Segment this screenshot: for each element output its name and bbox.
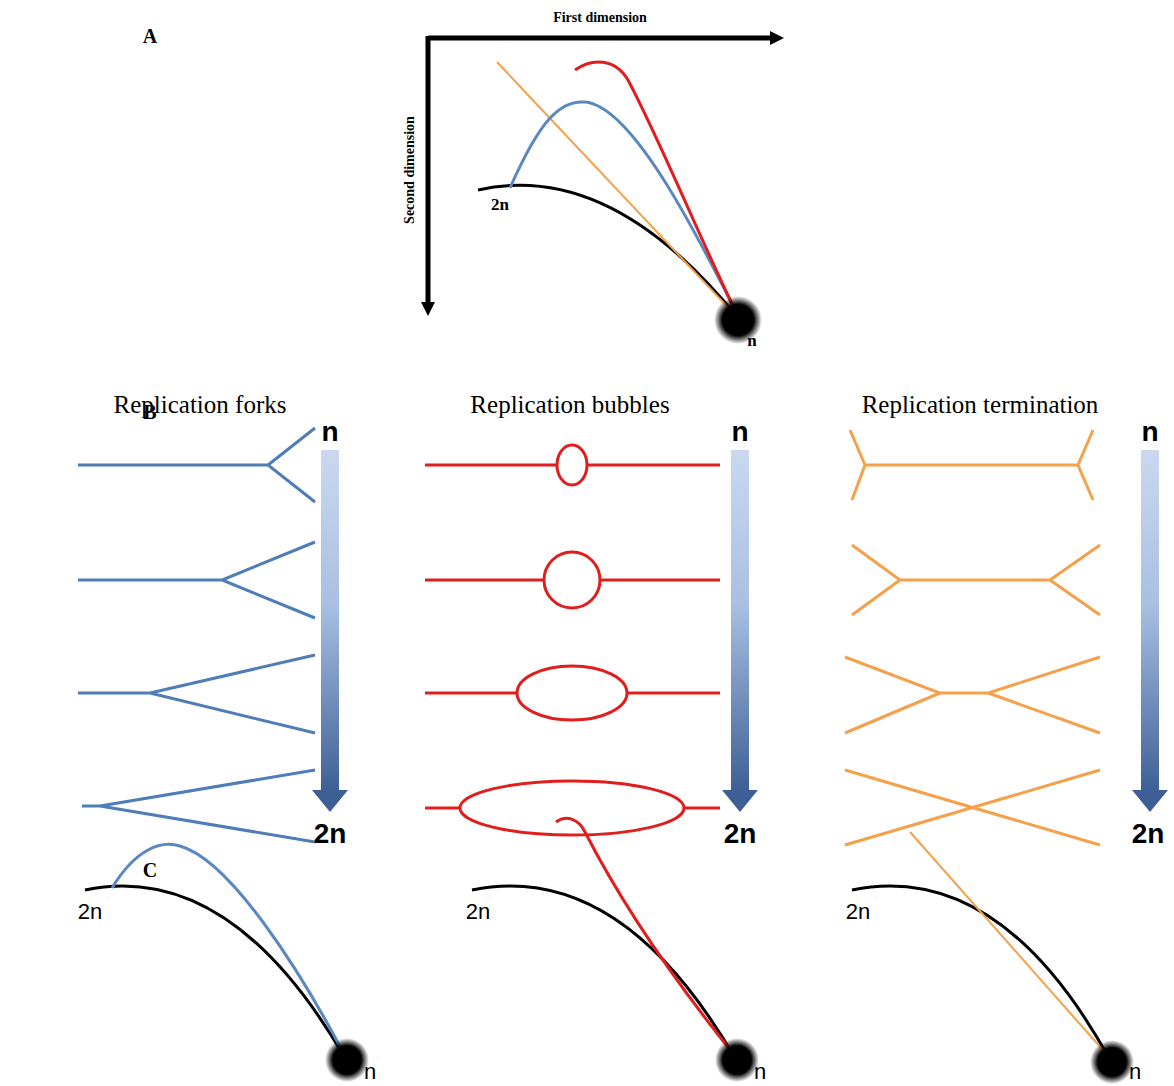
size-label: 2n <box>314 820 347 848</box>
size-label: n <box>321 418 338 446</box>
size-label: 2n <box>724 820 757 848</box>
fork-drawings <box>78 428 315 842</box>
column-title: Replication bubbles <box>470 392 669 417</box>
spot <box>325 1038 369 1082</box>
column-title: Replication termination <box>862 392 1099 417</box>
bubble-drawings <box>425 445 720 835</box>
size-label: 2n <box>846 901 870 923</box>
axis-title: First dimension <box>553 11 647 25</box>
size-label: n <box>364 1061 376 1083</box>
size-label: n <box>754 1061 766 1083</box>
gel-arcs <box>478 62 738 318</box>
progress-arrows <box>312 450 1168 812</box>
panel-letter: A <box>143 26 157 46</box>
column-title: Replication forks <box>114 392 287 417</box>
size-label: n <box>731 418 748 446</box>
spot <box>1090 1040 1134 1084</box>
spot <box>715 1038 759 1082</box>
size-label: n <box>1129 1061 1141 1083</box>
size-label: 2n <box>78 901 102 923</box>
size-label: 2n <box>1132 820 1165 848</box>
termination-drawings <box>845 430 1100 845</box>
axis-title: Second dimension <box>403 116 417 224</box>
size-label: 2n <box>466 901 490 923</box>
panel-letter: C <box>143 860 157 880</box>
size-label: 2n <box>491 196 509 213</box>
gel-arcs-c <box>85 818 1110 1060</box>
size-label: n <box>1141 418 1158 446</box>
size-label: n <box>747 332 756 349</box>
